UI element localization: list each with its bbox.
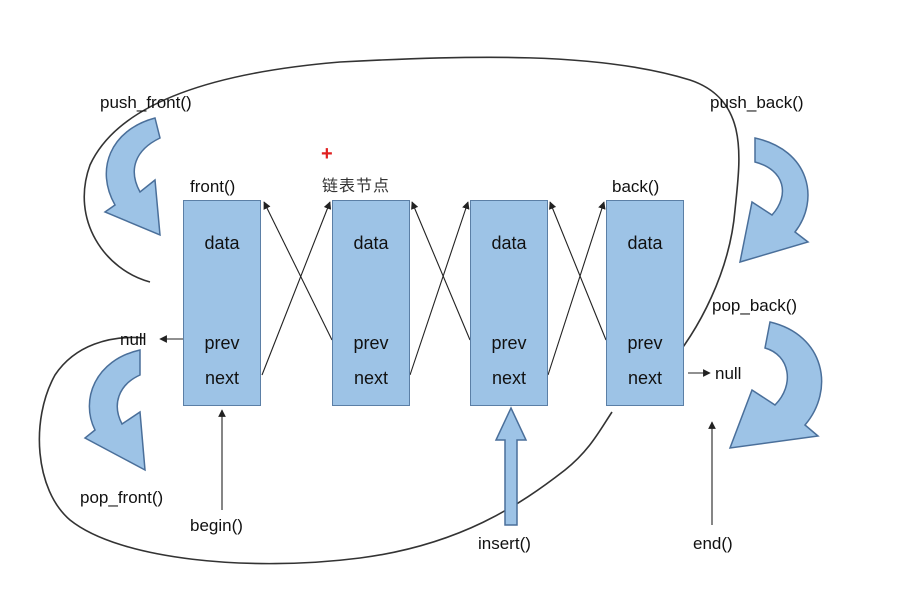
push-front-label: push_front() <box>100 93 192 112</box>
freehand-loop <box>38 56 740 565</box>
insert-block-arrow <box>494 406 528 526</box>
list-node-1: data prev next <box>183 200 261 406</box>
pop-back-curved-arrow <box>728 321 823 449</box>
pop-front-label: pop_front() <box>80 488 164 507</box>
node-caption-label: 链表节点 <box>322 176 391 195</box>
pop-front-curved-arrow <box>83 349 146 472</box>
plus-annotation: + <box>321 143 333 165</box>
node-prev-field: prev <box>204 333 240 353</box>
list-node-3: data prev next <box>470 200 548 406</box>
node-prev-field: prev <box>353 333 389 353</box>
list-node-2: data prev next <box>332 200 410 406</box>
pop-back-label: pop_back() <box>712 296 798 315</box>
front-label: front() <box>190 177 236 196</box>
push-back-curved-arrow <box>739 137 810 264</box>
node-prev-field: prev <box>491 333 527 353</box>
push-front-curved-arrow <box>103 117 161 237</box>
node-data-field: data <box>204 233 240 253</box>
node-next-field: next <box>491 368 527 388</box>
node-next-field: next <box>204 368 240 388</box>
node-links <box>261 201 607 376</box>
node-next-field: next <box>353 368 389 388</box>
end-label: end() <box>693 534 733 553</box>
null-right-label: null <box>715 364 742 383</box>
back-label: back() <box>612 177 660 196</box>
begin-label: begin() <box>190 516 243 535</box>
insert-label: insert() <box>478 534 531 553</box>
node-data-field: data <box>491 233 527 253</box>
node-next-field: next <box>627 368 663 388</box>
node-data-field: data <box>353 233 389 253</box>
list-node-4: data prev next <box>606 200 684 406</box>
push-back-label: push_back() <box>710 93 804 112</box>
node-prev-field: prev <box>627 333 663 353</box>
node-data-field: data <box>627 233 663 253</box>
null-left-label: null <box>120 330 147 349</box>
